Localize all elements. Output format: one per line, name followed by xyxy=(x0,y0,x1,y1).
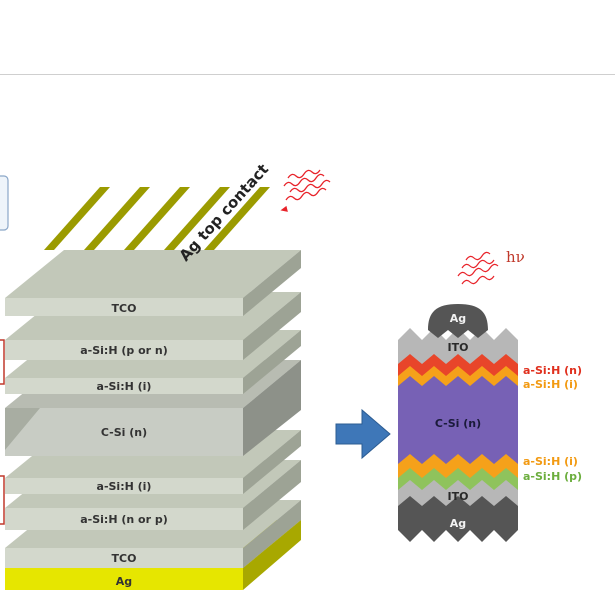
asi-i-top-side xyxy=(243,330,301,394)
asi-p-or-n-side xyxy=(243,292,301,360)
asi-i-top-front xyxy=(5,378,243,394)
asi-i-bottom-side xyxy=(243,430,301,494)
light-waves-left xyxy=(280,169,331,212)
asi-n-or-p-front xyxy=(5,508,243,530)
light-waves-right xyxy=(457,251,499,285)
csi-side xyxy=(243,360,301,456)
side-label-asi-p: a-Si:H (p) xyxy=(523,470,582,483)
tco-top-side xyxy=(243,250,301,316)
layer-label-tco-bottom: TCO xyxy=(112,552,137,565)
layer-label-asi-p-or-n: a-Si:H (p or n) xyxy=(80,344,168,357)
ag-base-side xyxy=(243,520,301,590)
right-label-ito-top: ITO xyxy=(448,341,469,354)
ag-top-contact-label: Ag top contact xyxy=(176,160,273,264)
ag-base-front xyxy=(5,568,243,590)
csi-front-shade xyxy=(5,408,40,450)
finger-2 xyxy=(84,187,150,250)
right-ag-bottom xyxy=(398,488,518,542)
right-label-ag-bottom: Ag xyxy=(450,517,466,530)
tco-top-top xyxy=(5,250,301,298)
right-label-csi: C-Si (n) xyxy=(435,417,481,430)
top-bar xyxy=(0,0,615,75)
tco-top-front xyxy=(5,298,243,316)
layer-label-asi-i-top: a-Si:H (i) xyxy=(97,380,152,393)
finger-4 xyxy=(164,187,230,250)
asi-p-or-n-front xyxy=(5,340,243,360)
tco-bottom-side xyxy=(243,500,301,568)
layer-label-asi-n-or-p: a-Si:H (n or p) xyxy=(80,513,168,526)
side-label-asi-i-bottom: a-Si:H (i) xyxy=(523,455,578,468)
layer-label-tco-top: TCO xyxy=(112,302,137,315)
bracket-bottom xyxy=(0,475,5,525)
right-csi xyxy=(398,370,518,464)
right-ito-top xyxy=(398,328,518,364)
process-arrow xyxy=(335,408,391,460)
side-label-asi-n: a-Si:H (n) xyxy=(523,364,582,377)
photon-label: hν xyxy=(506,248,525,266)
right-label-ito-bottom: ITO xyxy=(448,490,469,503)
csi-front xyxy=(5,408,243,456)
layer-label-ag: Ag xyxy=(116,575,132,588)
layer-label-csi: C-Si (n) xyxy=(101,426,147,439)
finger-3 xyxy=(124,187,190,250)
finger-1 xyxy=(44,187,110,250)
side-box xyxy=(0,175,9,231)
asi-n-or-p-side xyxy=(243,460,301,530)
asi-i-bottom-front xyxy=(5,478,243,494)
side-label-asi-i-top: a-Si:H (i) xyxy=(523,378,578,391)
right-label-ag-top: Ag xyxy=(450,312,466,325)
finger-5 xyxy=(204,187,270,250)
right-ag-top xyxy=(428,304,488,338)
bracket-top xyxy=(0,339,5,385)
layer-label-asi-i-bottom: a-Si:H (i) xyxy=(97,480,152,493)
tco-bottom-front xyxy=(5,548,243,568)
